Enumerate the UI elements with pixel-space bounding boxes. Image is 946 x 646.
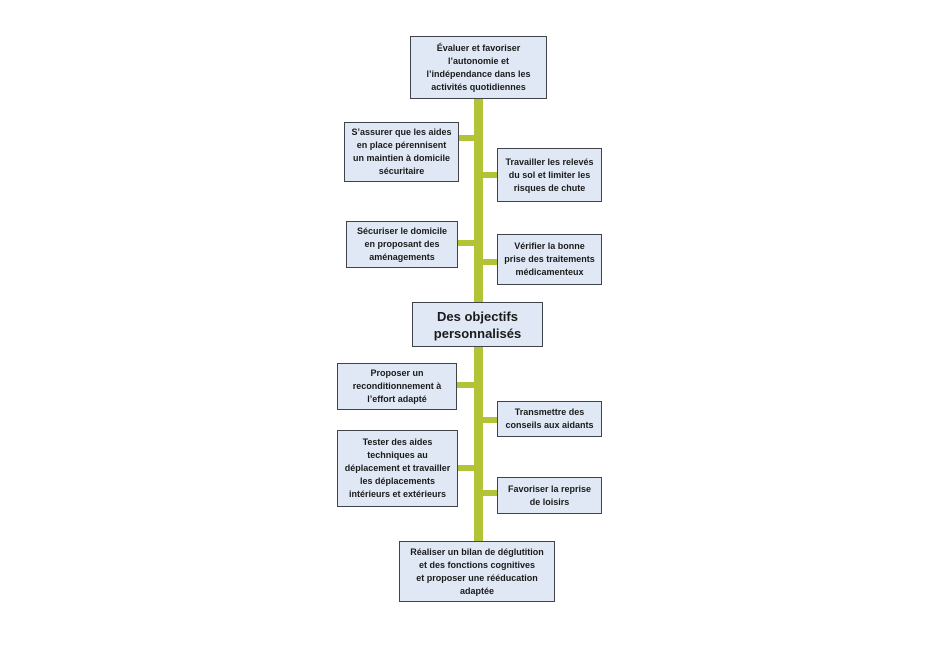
node-releves-sol-chute-label: Travailler les relevés du sol et limiter… xyxy=(505,156,594,193)
node-conseils-aidants-label: Transmettre des conseils aux aidants xyxy=(505,407,594,430)
connector-left-3 xyxy=(455,382,477,388)
node-securiser-domicile-label: Sécuriser le domicile en proposant des a… xyxy=(356,226,448,262)
connector-right-2 xyxy=(480,259,499,265)
node-aides-techniques-deplacement: Tester des aides techniques au déplaceme… xyxy=(337,430,458,507)
connector-left-4 xyxy=(455,465,477,471)
node-traitements-medicamenteux-label: Vérifier la bonne prise des traitements … xyxy=(504,241,595,277)
node-bilan-deglutition-cognitif: Réaliser un bilan de déglutition et des … xyxy=(399,541,555,602)
node-reconditionnement-effort: Proposer un reconditionnement à l’effort… xyxy=(337,363,457,410)
node-reprise-loisirs-label: Favoriser la reprise de loisirs xyxy=(507,483,592,507)
node-conseils-aidants: Transmettre des conseils aux aidants xyxy=(497,401,602,437)
node-reprise-loisirs: Favoriser la reprise de loisirs xyxy=(497,477,602,514)
node-objectifs-personnalises-label: Des objectifs personnalisés xyxy=(433,308,522,341)
node-evaluer-autonomie-label: Évaluer et favoriser l’autonomie et l’in… xyxy=(426,42,531,92)
connector-right-1 xyxy=(480,172,499,178)
node-releves-sol-chute: Travailler les relevés du sol et limiter… xyxy=(497,148,602,202)
node-traitements-medicamenteux: Vérifier la bonne prise des traitements … xyxy=(497,234,602,285)
connector-right-3 xyxy=(480,417,499,423)
node-objectifs-personnalises: Des objectifs personnalisés xyxy=(412,302,543,347)
node-aides-maintien-domicile-label: S’assurer que les aides en place pérenni… xyxy=(351,127,452,176)
node-evaluer-autonomie: Évaluer et favoriser l’autonomie et l’in… xyxy=(410,36,547,99)
node-bilan-deglutition-cognitif-label: Réaliser un bilan de déglutition et des … xyxy=(410,546,544,596)
connector-right-4 xyxy=(480,490,499,496)
node-reconditionnement-effort-label: Proposer un reconditionnement à l’effort… xyxy=(352,368,442,404)
node-aides-maintien-domicile: S’assurer que les aides en place pérenni… xyxy=(344,122,459,182)
connector-left-1 xyxy=(455,135,477,141)
node-securiser-domicile: Sécuriser le domicile en proposant des a… xyxy=(346,221,458,268)
node-aides-techniques-deplacement-label: Tester des aides techniques au déplaceme… xyxy=(344,437,451,499)
connector-left-2 xyxy=(455,240,477,246)
